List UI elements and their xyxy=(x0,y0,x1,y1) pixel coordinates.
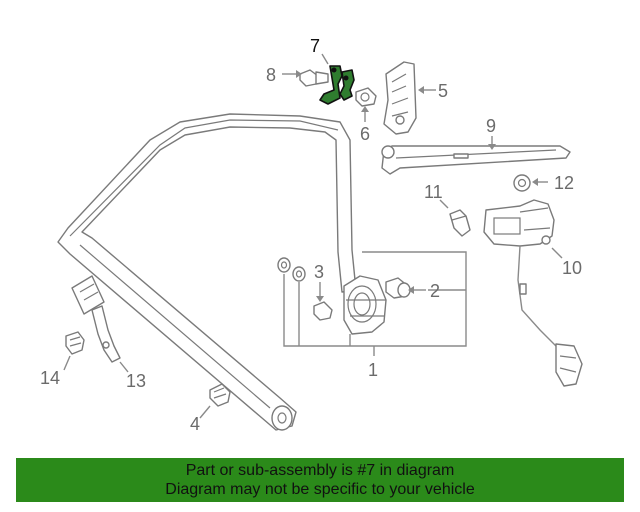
part-11-bolt xyxy=(449,209,471,237)
part-10-pretensioner xyxy=(483,199,583,387)
callout-1: 1 xyxy=(368,360,378,380)
callout-12: 12 xyxy=(554,173,574,193)
seat-belt-webbing xyxy=(57,113,357,431)
part-12-nut xyxy=(513,174,531,192)
callout-5: 5 xyxy=(438,81,448,101)
leader-arrows xyxy=(63,53,563,419)
banner-line-2: Diagram may not be specific to your vehi… xyxy=(165,481,475,498)
part-9-rail xyxy=(381,145,571,175)
part-1-retractor xyxy=(343,275,387,335)
part-14-bolt xyxy=(65,331,85,355)
callout-9: 9 xyxy=(486,116,496,136)
callout-2: 2 xyxy=(430,281,440,301)
part-8-bolt xyxy=(299,69,329,87)
part-6-bolt xyxy=(355,87,377,107)
part-13-buckle xyxy=(71,275,121,363)
callout-14: 14 xyxy=(40,368,60,388)
callout-4: 4 xyxy=(190,414,200,434)
callout-labels: 1 2 3 4 5 6 7 8 9 10 11 12 13 14 xyxy=(40,36,582,434)
part-1-leader-lines xyxy=(283,251,467,356)
callout-13: 13 xyxy=(126,371,146,391)
part-5-bracket xyxy=(383,61,417,135)
callout-3: 3 xyxy=(314,262,324,282)
vehicle-notice-banner: Part or sub-assembly is #7 in diagram Di… xyxy=(16,458,624,502)
callout-10: 10 xyxy=(562,258,582,278)
callout-7: 7 xyxy=(310,36,320,56)
callout-8: 8 xyxy=(266,65,276,85)
callout-11: 11 xyxy=(424,182,443,202)
part-2-bolt xyxy=(385,277,411,299)
part-7-highlighted xyxy=(319,65,355,105)
part-3-fasteners xyxy=(277,257,333,321)
banner-line-1: Part or sub-assembly is #7 in diagram xyxy=(185,462,455,479)
callout-6: 6 xyxy=(360,124,370,144)
part-4-bolt xyxy=(209,383,231,407)
